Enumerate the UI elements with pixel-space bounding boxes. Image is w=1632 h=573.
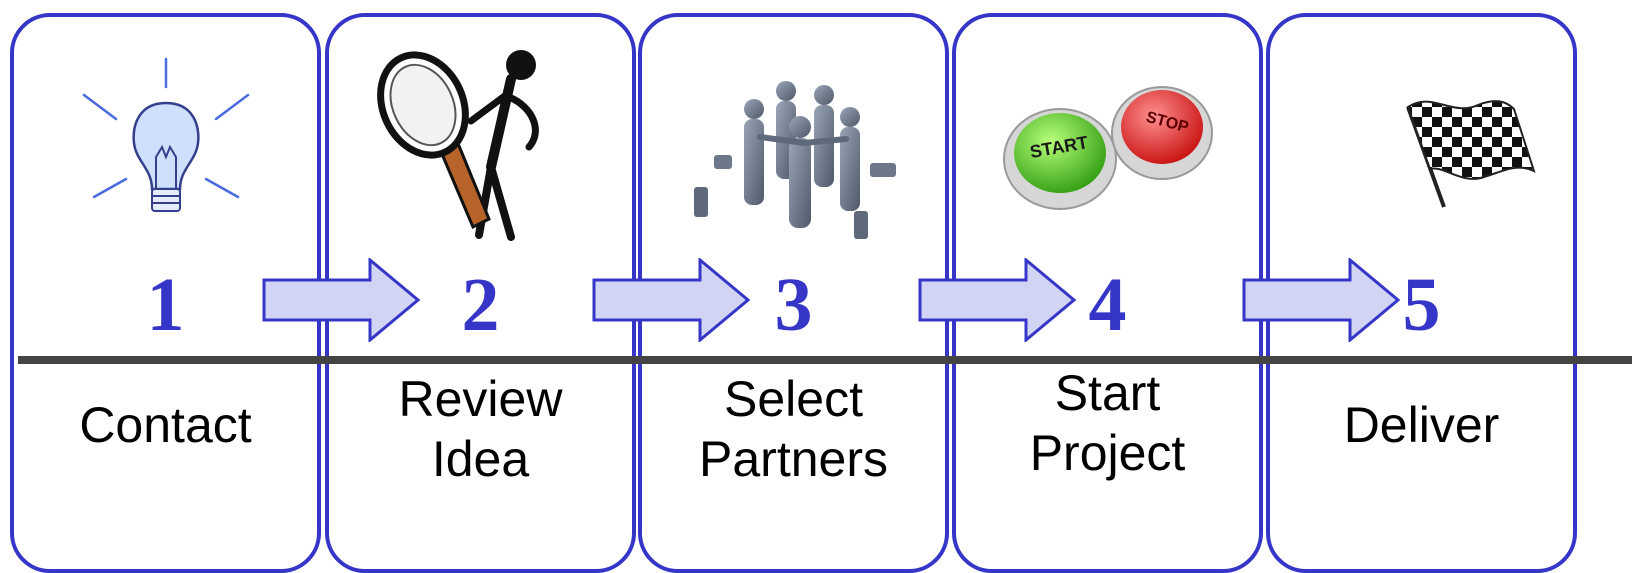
- step-label-line: Deliver: [1343, 397, 1500, 453]
- step-label-line: Partners: [699, 431, 888, 487]
- step-label: Contact: [14, 395, 317, 455]
- arrow-right-icon: [262, 258, 421, 342]
- team-huddle-icon: [693, 81, 896, 239]
- step-number: 4: [1088, 263, 1127, 347]
- arrow-right-icon: [592, 258, 751, 342]
- step-number: 1: [146, 263, 185, 347]
- step-label: Deliver: [1270, 395, 1573, 455]
- timeline-divider: [18, 356, 1632, 364]
- checkered-flag-icon: [1405, 100, 1536, 208]
- step-number: 3: [774, 263, 813, 347]
- step-label-line: Select: [724, 371, 863, 427]
- step-label: Select Partners: [642, 369, 945, 489]
- step-label-line: Project: [1029, 425, 1186, 481]
- step-label: Review Idea: [329, 369, 632, 489]
- step-label-line: Idea: [431, 431, 530, 487]
- step-label-line: Contact: [79, 397, 252, 453]
- step-card-3: 3 Select Partners: [638, 13, 949, 573]
- arrow-right-icon: [918, 258, 1077, 342]
- arrow-right-icon: [1242, 258, 1401, 342]
- lightbulb-icon: [82, 57, 249, 212]
- step-label: Start Project: [956, 363, 1259, 483]
- step-number: 5: [1402, 263, 1441, 347]
- start-stop-buttons-icon: START STOP: [1002, 86, 1213, 210]
- step-number: 2: [461, 263, 500, 347]
- step-label-line: Review: [398, 371, 563, 427]
- step-label-line: Start: [1054, 365, 1161, 421]
- magnifier-figure-icon: [376, 50, 539, 241]
